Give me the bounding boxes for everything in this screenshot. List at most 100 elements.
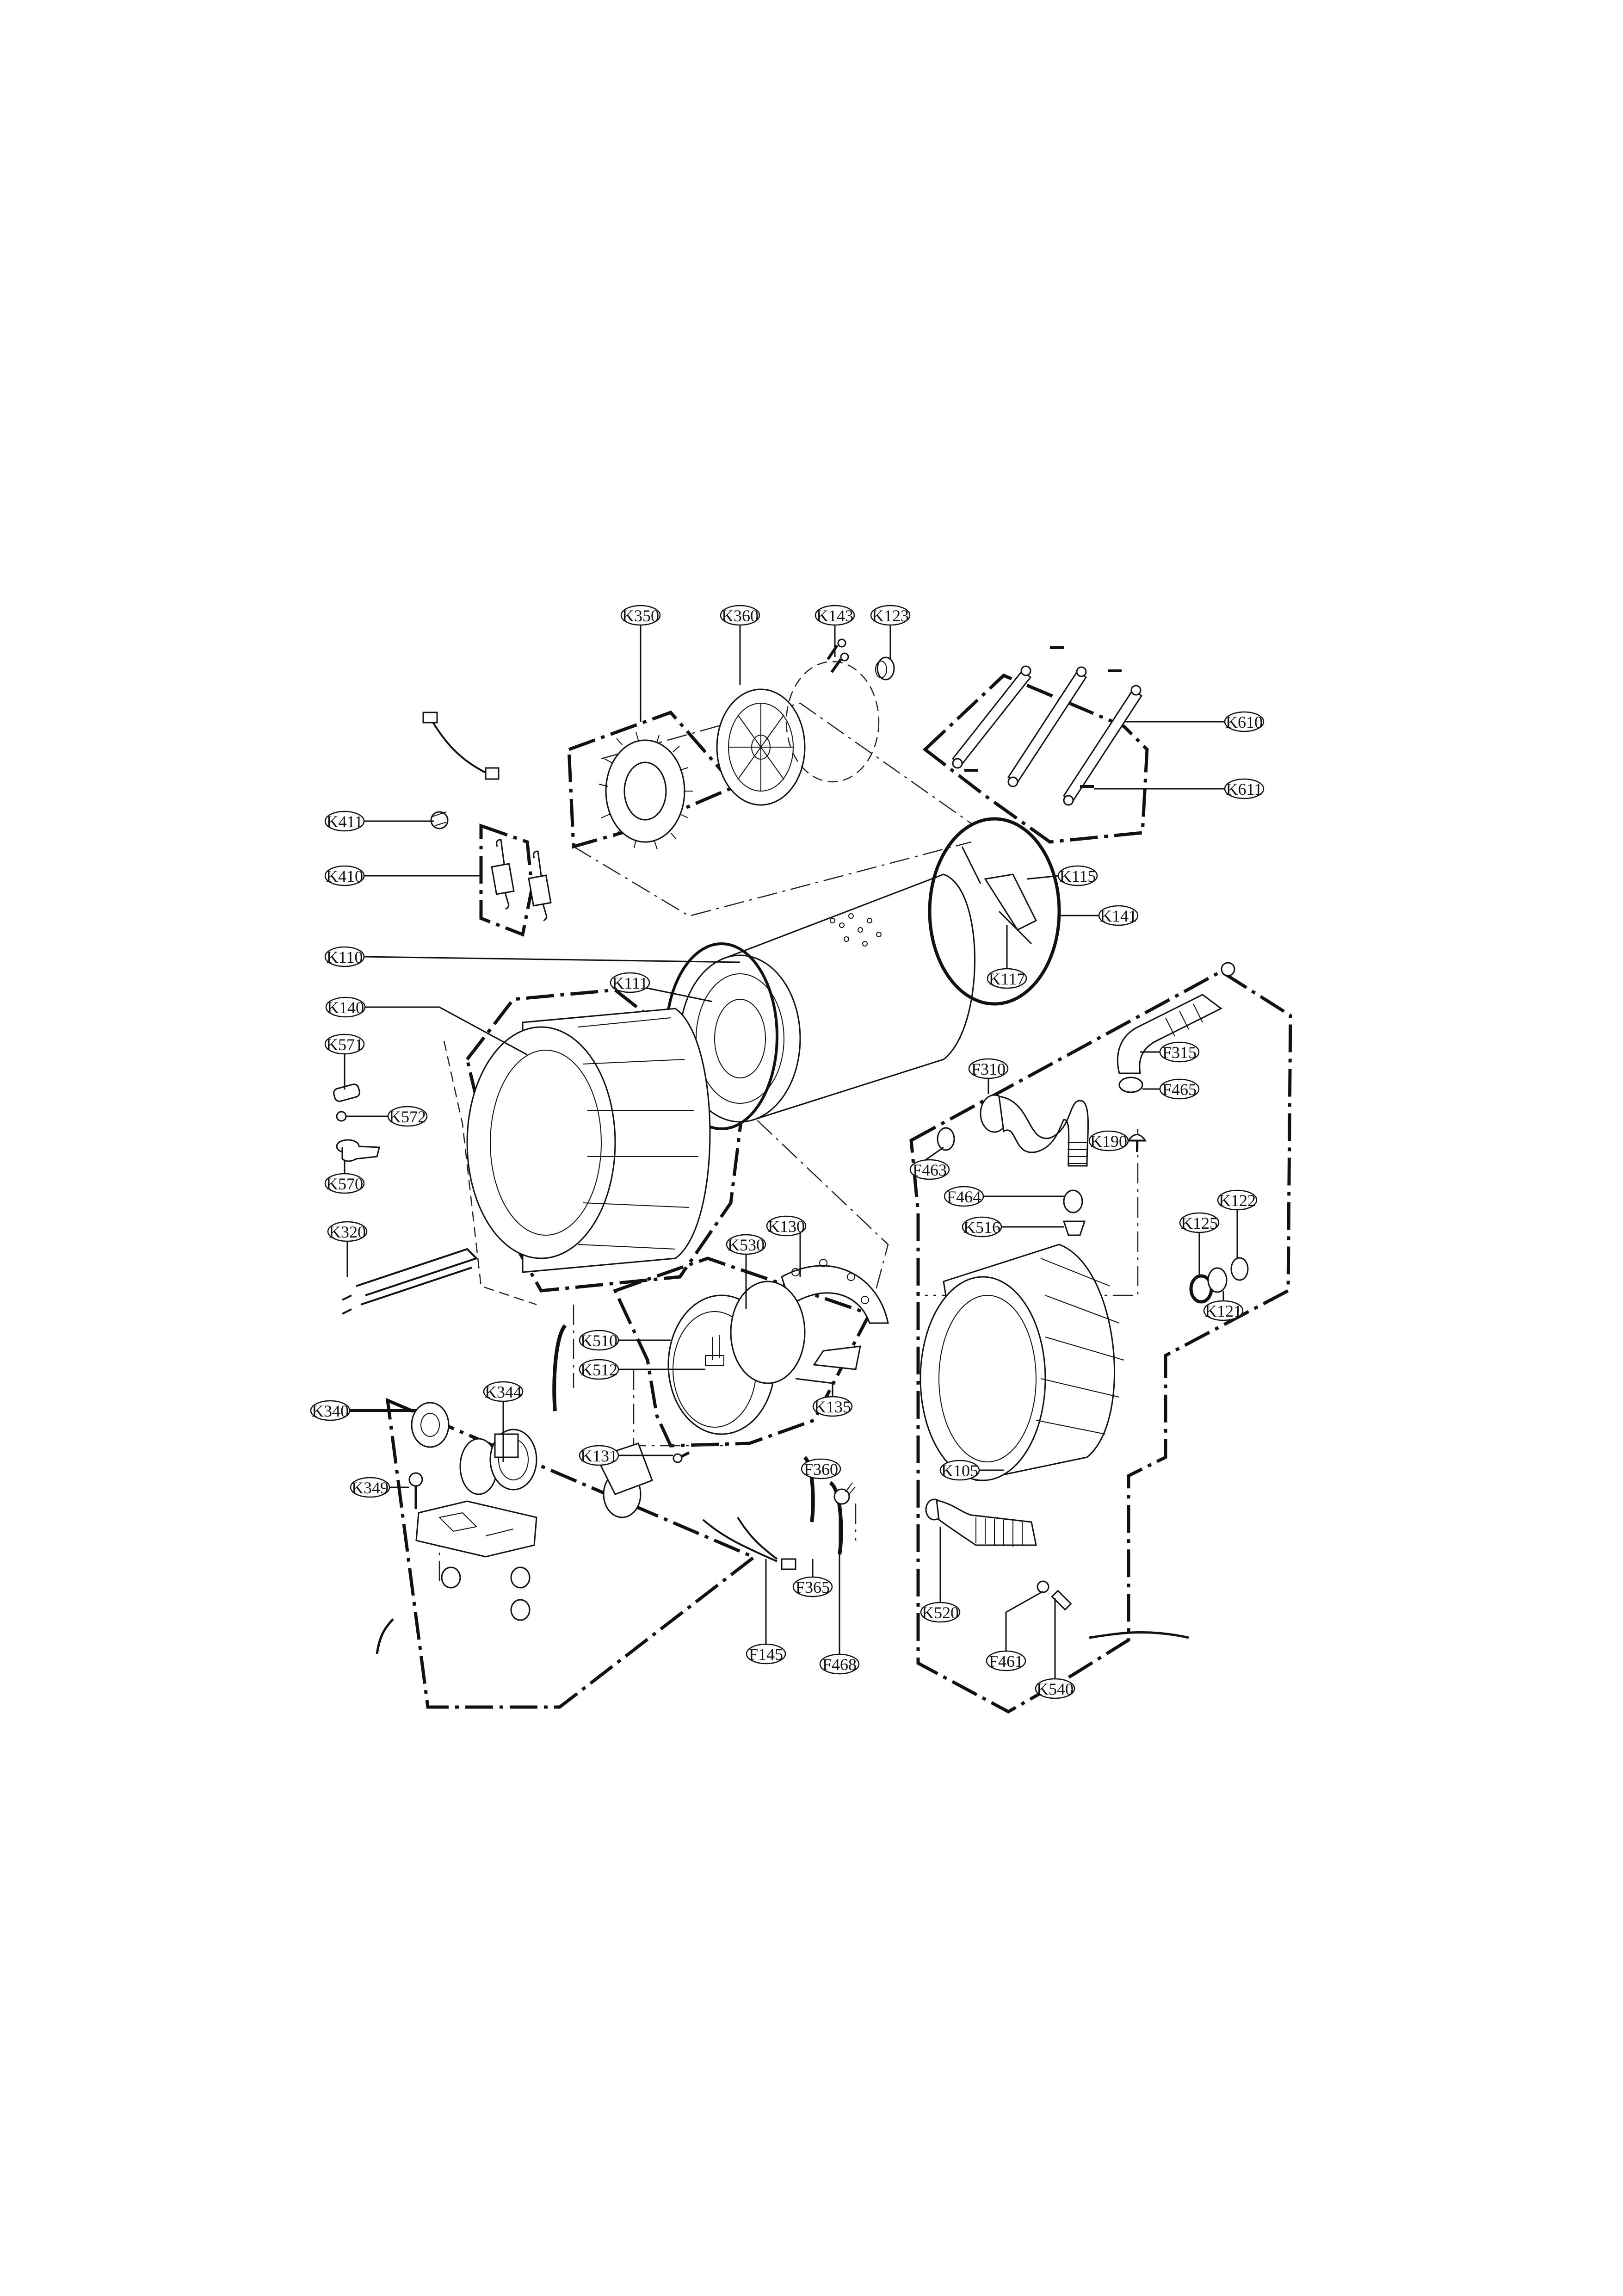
- callout-f145: F145: [746, 1643, 786, 1665]
- callout-k530: K530: [726, 1234, 766, 1255]
- rear-tub-group-border: [909, 969, 1292, 1714]
- hose-f310: [980, 1094, 1089, 1167]
- callout-k121: K121: [1203, 1300, 1244, 1321]
- callout-text: F360: [804, 1460, 838, 1479]
- pump-bracket: [415, 1500, 537, 1558]
- callout-k510: K510: [579, 1330, 619, 1351]
- spider-k115: [928, 817, 1061, 1006]
- callout-text: K110: [327, 948, 363, 966]
- callout-k123: K123: [870, 605, 911, 626]
- callout-k350: K350: [620, 605, 661, 626]
- bolts-k143: [827, 638, 849, 673]
- callout-bubble: [310, 1400, 351, 1421]
- spring-group-border: [479, 823, 534, 937]
- feet: [441, 1566, 531, 1621]
- callout-bubble: [939, 1460, 980, 1481]
- callout-text: K117: [989, 970, 1025, 988]
- drain-pump-group-border: [385, 1398, 757, 1709]
- callout-text: K130: [768, 1217, 805, 1236]
- callout-f360: F360: [801, 1458, 841, 1479]
- callout-k512: K512: [579, 1359, 619, 1380]
- callout-bubble: [1035, 1678, 1075, 1699]
- drum-holes: [830, 913, 882, 947]
- clamp-f461: [1037, 1580, 1049, 1593]
- pump-motor-k340: [411, 1402, 450, 1448]
- callout-bubble: [766, 1215, 807, 1237]
- small-hose-right: [1089, 1631, 1189, 1639]
- callout-bubble: [1088, 1130, 1129, 1151]
- hose-f360-left: [552, 1324, 567, 1411]
- callout-text: F315: [1162, 1043, 1197, 1062]
- callout-bubble: [610, 972, 650, 993]
- callout-bubble: [726, 1234, 766, 1255]
- callout-text: K111: [612, 974, 648, 992]
- callout-k611: K611: [1224, 778, 1265, 799]
- callout-bubble: [325, 996, 366, 1018]
- connector-k571: [333, 1083, 360, 1102]
- callout-k105: K105: [939, 1460, 980, 1481]
- callout-k411: K411: [324, 811, 365, 832]
- group-borders: [385, 673, 1292, 1714]
- callout-k125: K125: [1179, 1212, 1220, 1233]
- bearings: [1189, 1257, 1249, 1304]
- callout-bubble: [579, 1445, 619, 1466]
- callout-text: F365: [796, 1578, 830, 1597]
- callout-text: K140: [327, 998, 364, 1017]
- pins-k611: [964, 646, 1122, 788]
- callout-text: F463: [913, 1161, 947, 1179]
- drum-k110: [679, 873, 975, 1123]
- parts: [333, 638, 1249, 1654]
- callout-bubble: [324, 946, 365, 967]
- callout-text: K135: [814, 1398, 851, 1416]
- callout-bubble: [1179, 1212, 1220, 1233]
- callout-k141: K141: [1098, 905, 1139, 926]
- callout-bubble: [579, 1330, 619, 1351]
- callout-text: K411: [327, 812, 363, 831]
- front-tub-group-border: [465, 988, 747, 1293]
- callout-text: K320: [329, 1223, 366, 1241]
- callout-k131: K131: [579, 1445, 619, 1466]
- callout-f461: F461: [986, 1650, 1026, 1671]
- callout-text: K360: [722, 606, 759, 625]
- callout-bubble: [944, 1186, 984, 1207]
- plug-k540: [1051, 1590, 1072, 1611]
- callout-bubble: [1203, 1300, 1244, 1321]
- callout-k110: K110: [324, 946, 365, 967]
- callout-k190: K190: [1088, 1130, 1129, 1151]
- callout-f464: F464: [944, 1186, 984, 1207]
- callout-text: K122: [1219, 1191, 1256, 1210]
- clamp-f463: [937, 1127, 955, 1151]
- callout-k610: K610: [1224, 711, 1265, 732]
- callout-text: K190: [1090, 1132, 1127, 1151]
- callout-k571: K571: [324, 1034, 365, 1055]
- callout-bubble: [324, 811, 365, 832]
- callout-k570: K570: [324, 1173, 365, 1194]
- wire-harness-top: [422, 712, 500, 780]
- callout-k320: K320: [327, 1221, 368, 1242]
- hose-f315: [1117, 994, 1222, 1074]
- callout-bubble: [920, 1602, 961, 1623]
- bolt-k349: [408, 1472, 423, 1509]
- clamp-f464: [1063, 1189, 1083, 1213]
- callout-k410: K410: [324, 865, 365, 886]
- callout-f310: F310: [968, 1058, 1009, 1079]
- callout-text: K340: [312, 1402, 349, 1420]
- hose-k520: [925, 1498, 1037, 1547]
- leader-lines: [344, 625, 1238, 1679]
- callout-bubble: [324, 1173, 365, 1194]
- callout-text: K610: [1226, 713, 1263, 731]
- callout-k520: K520: [920, 1602, 961, 1623]
- callout-bubble: [962, 1216, 1002, 1238]
- callout-f468: F468: [819, 1653, 860, 1675]
- callout-k540: K540: [1035, 1678, 1075, 1699]
- callout-f465: F465: [1159, 1078, 1200, 1100]
- nut-k123: [875, 656, 895, 681]
- callout-text: K516: [963, 1218, 1000, 1237]
- motor-group-border: [567, 710, 738, 849]
- callout-bubble: [909, 1159, 950, 1180]
- callout-text: K143: [816, 606, 853, 625]
- callout-k135: K135: [812, 1396, 853, 1417]
- callout-text: K611: [1226, 780, 1263, 798]
- cap-k516: [1062, 1220, 1086, 1236]
- clamp-k572: [336, 1111, 347, 1122]
